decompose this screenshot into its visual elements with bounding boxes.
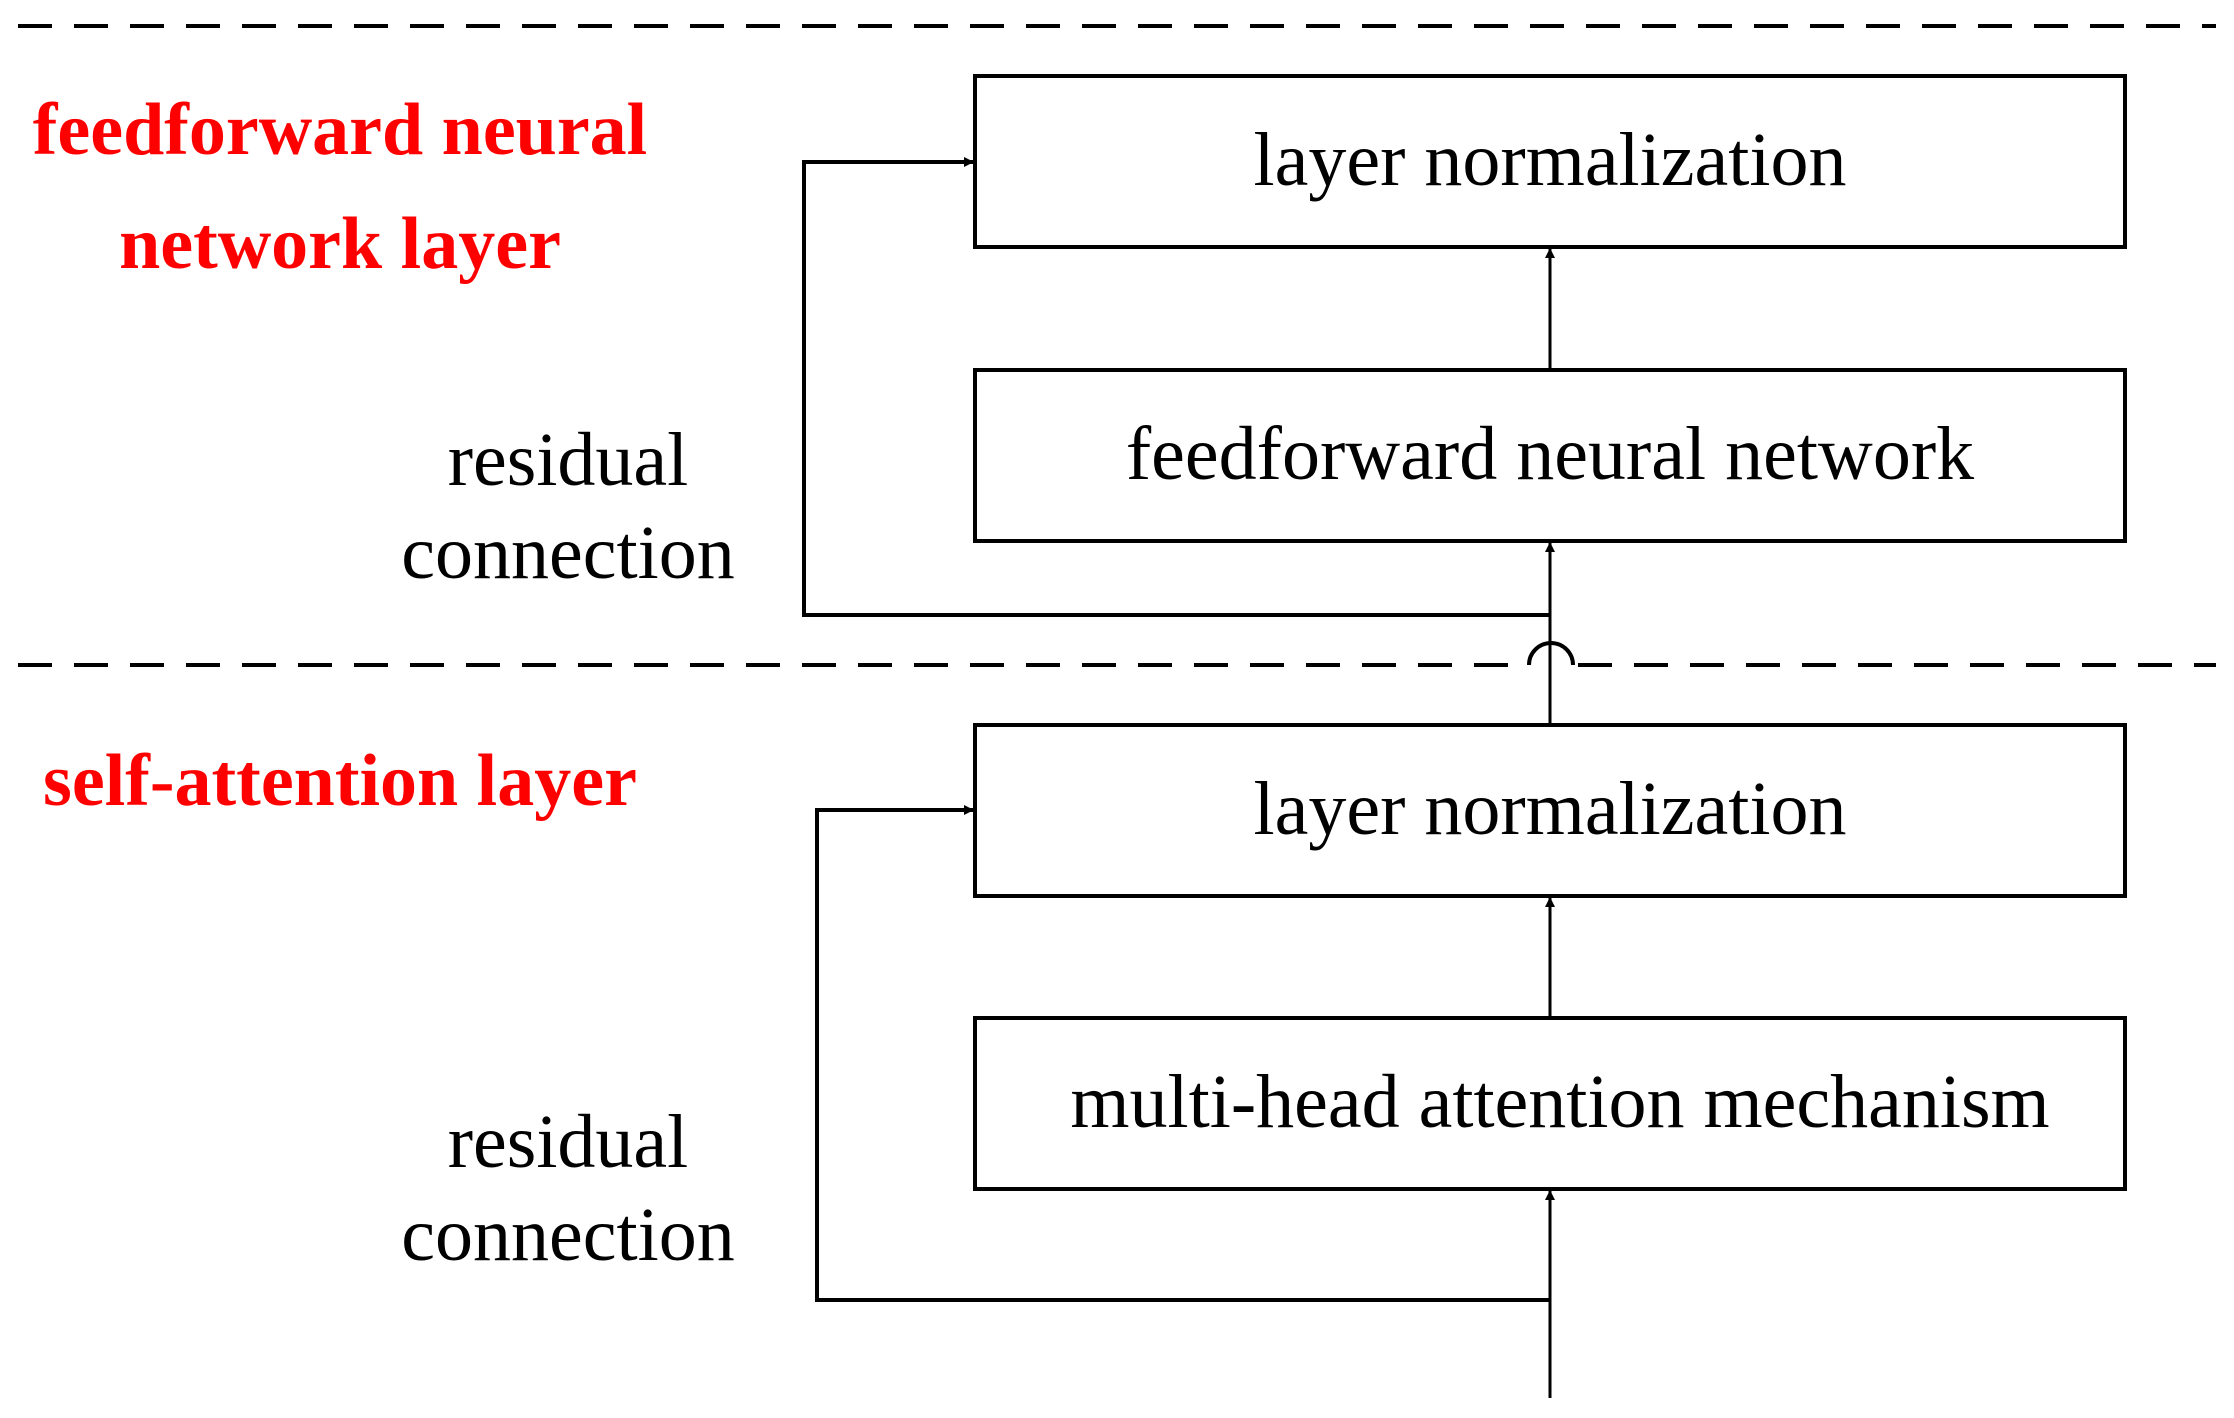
sa-residual-label-line2: connection (401, 1193, 734, 1277)
multi-head-attention-label: multi-head attention mechanism (1070, 1060, 2049, 1144)
feedforward-network-label: feedforward neural network (1126, 412, 1974, 496)
feedforward-section-label-line1: feedforward neural (33, 89, 647, 171)
sa-residual-label-line1: residual (448, 1100, 689, 1184)
sa-residual-arrow (815, 805, 1550, 1302)
ff-residual-arrow (802, 157, 1550, 617)
ff-layer-normalization-box: layer normalization (973, 74, 2127, 249)
self-attention-section-label: self-attention layer (43, 740, 637, 822)
ff-residual-label-line1: residual (448, 418, 689, 502)
feedforward-network-box: feedforward neural network (973, 368, 2127, 543)
ff-residual-label-line2: connection (401, 511, 734, 595)
sa-layer-normalization-label: layer normalization (1254, 767, 1847, 851)
feedforward-section-label-line2: network layer (119, 203, 561, 285)
ff-layer-normalization-label: layer normalization (1254, 118, 1847, 202)
multi-head-attention-box: multi-head attention mechanism (973, 1016, 2127, 1191)
sa-layer-normalization-box: layer normalization (973, 723, 2127, 898)
